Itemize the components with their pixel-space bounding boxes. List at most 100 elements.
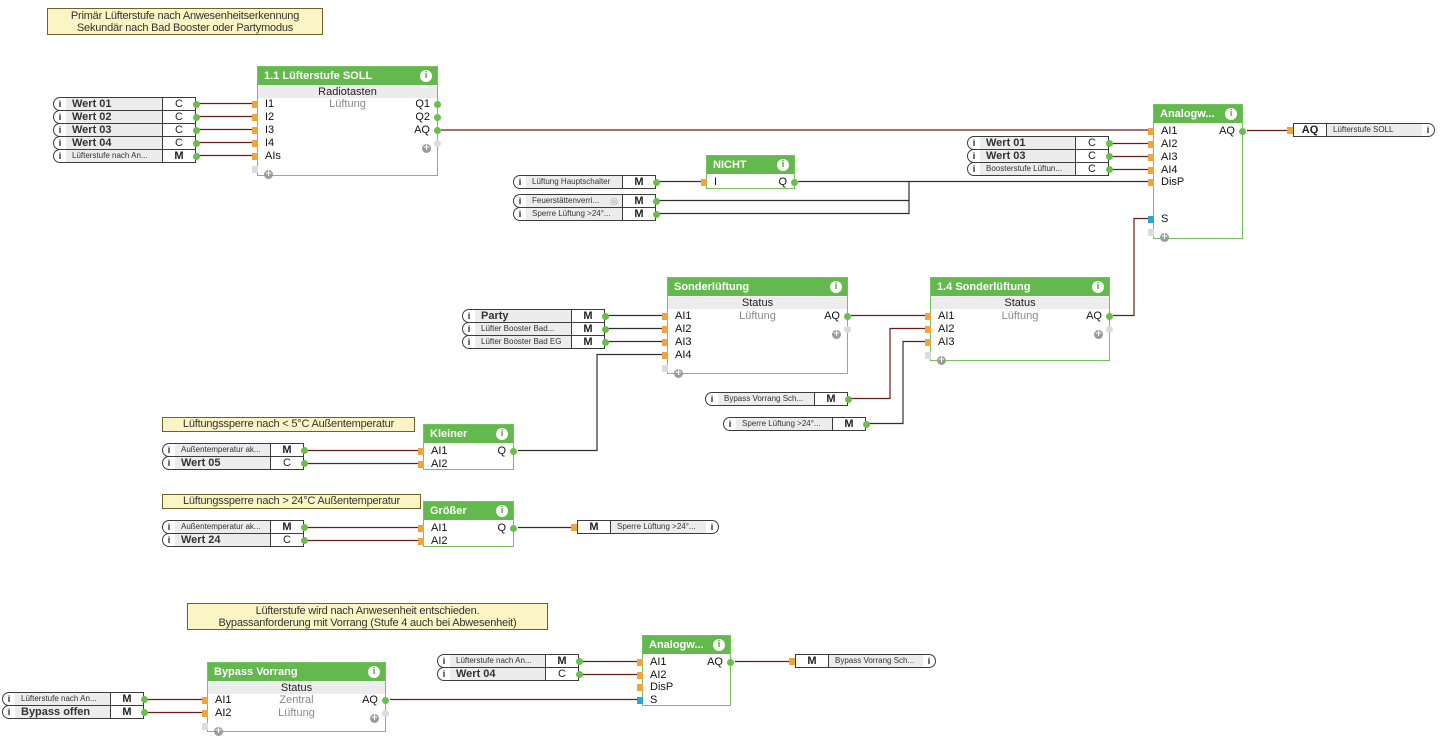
info-icon[interactable]: i <box>830 281 842 293</box>
output-connector[interactable] <box>301 537 308 544</box>
add-output-button[interactable]: + <box>422 137 441 153</box>
plus-icon[interactable]: + <box>422 143 431 153</box>
output-connector[interactable] <box>382 697 389 704</box>
add-input-button[interactable]: + <box>202 720 223 736</box>
output-connector[interactable] <box>193 114 200 121</box>
output-port-aq[interactable]: AQ <box>707 656 734 669</box>
input-connector[interactable] <box>202 710 208 717</box>
input-port-ai4[interactable]: AI4 <box>662 349 692 362</box>
input-connector[interactable] <box>1148 141 1154 148</box>
output-connector[interactable] <box>1106 166 1113 173</box>
input-port-i[interactable]: I <box>701 176 717 189</box>
input-connector[interactable] <box>252 114 258 121</box>
output-connector[interactable] <box>863 421 870 428</box>
input-connector[interactable] <box>637 684 643 691</box>
output-port-q2[interactable]: Q2 <box>415 111 441 124</box>
info-icon[interactable]: i <box>518 209 522 219</box>
output-connector[interactable] <box>602 313 609 320</box>
add-input-button[interactable]: + <box>662 362 683 378</box>
plus-icon[interactable]: + <box>1160 232 1169 242</box>
info-icon[interactable]: i <box>467 324 471 334</box>
input-port-ai1[interactable]: AI1 <box>925 310 955 323</box>
info-icon[interactable]: i <box>442 669 446 679</box>
input-port-ai2[interactable]: AI2 <box>202 707 232 720</box>
input-connector[interactable] <box>1148 179 1154 186</box>
output-connector[interactable] <box>301 460 308 467</box>
info-icon[interactable]: i <box>728 419 732 429</box>
output-connector[interactable] <box>193 153 200 160</box>
add-output-button[interactable]: + <box>1094 323 1113 339</box>
info-icon[interactable]: i <box>518 196 522 206</box>
info-icon[interactable]: i <box>58 138 62 148</box>
input-connector[interactable] <box>925 326 931 333</box>
output-port-q[interactable]: Q <box>497 522 517 535</box>
output-connector[interactable] <box>1239 128 1246 135</box>
info-icon[interactable]: i <box>713 639 725 651</box>
info-icon[interactable]: i <box>496 428 508 440</box>
input-port-s[interactable]: S <box>637 694 657 707</box>
output-port-aq[interactable]: AQ <box>1086 310 1113 323</box>
input-port-s[interactable]: S <box>1148 213 1168 226</box>
output-connector[interactable] <box>434 127 441 134</box>
plus-icon[interactable]: + <box>370 713 379 723</box>
info-icon[interactable]: i <box>7 707 11 717</box>
input-connector[interactable] <box>662 326 668 333</box>
output-connector[interactable] <box>653 198 660 205</box>
input-connector[interactable] <box>1148 154 1154 161</box>
output-connector[interactable] <box>845 396 852 403</box>
input-connector[interactable] <box>789 658 795 665</box>
selector-connector[interactable] <box>637 697 643 704</box>
input-connector[interactable] <box>202 697 208 704</box>
output-connector[interactable] <box>602 339 609 346</box>
info-icon[interactable]: i <box>167 445 171 455</box>
output-connector[interactable] <box>844 313 851 320</box>
input-port-ai2[interactable]: AI2 <box>1148 138 1178 151</box>
input-port-ai2[interactable]: AI2 <box>637 669 667 682</box>
output-port-q[interactable]: Q <box>778 176 798 189</box>
input-port-i1[interactable]: I1 <box>252 98 274 111</box>
info-icon[interactable]: i <box>167 458 171 468</box>
plus-icon[interactable]: + <box>674 368 683 378</box>
info-icon[interactable]: i <box>58 125 62 135</box>
output-port-aq[interactable]: AQ <box>414 124 441 137</box>
output-connector[interactable] <box>1106 153 1113 160</box>
output-port-q1[interactable]: Q1 <box>415 98 441 111</box>
output-port-aq[interactable]: AQ <box>1219 125 1246 138</box>
comment-note-primary[interactable]: Primär Lüfterstufe nach Anwesenheitserke… <box>47 8 323 35</box>
output-connector[interactable] <box>727 659 734 666</box>
input-port-ai3[interactable]: AI3 <box>662 336 692 349</box>
add-output-button[interactable]: + <box>370 707 389 723</box>
selector-connector[interactable] <box>1148 216 1154 223</box>
info-icon[interactable]: i <box>972 164 976 174</box>
info-icon[interactable]: i <box>442 656 446 666</box>
output-connector[interactable] <box>510 525 517 532</box>
input-connector[interactable] <box>1148 167 1154 174</box>
comment-note-cold-lock[interactable]: Lüftungssperre nach < 5°C Außentemperatu… <box>162 417 415 432</box>
input-connector[interactable] <box>252 127 258 134</box>
output-connector[interactable] <box>193 101 200 108</box>
output-connector[interactable] <box>576 671 583 678</box>
output-connector[interactable] <box>434 101 441 108</box>
info-icon[interactable]: i <box>1225 108 1237 120</box>
